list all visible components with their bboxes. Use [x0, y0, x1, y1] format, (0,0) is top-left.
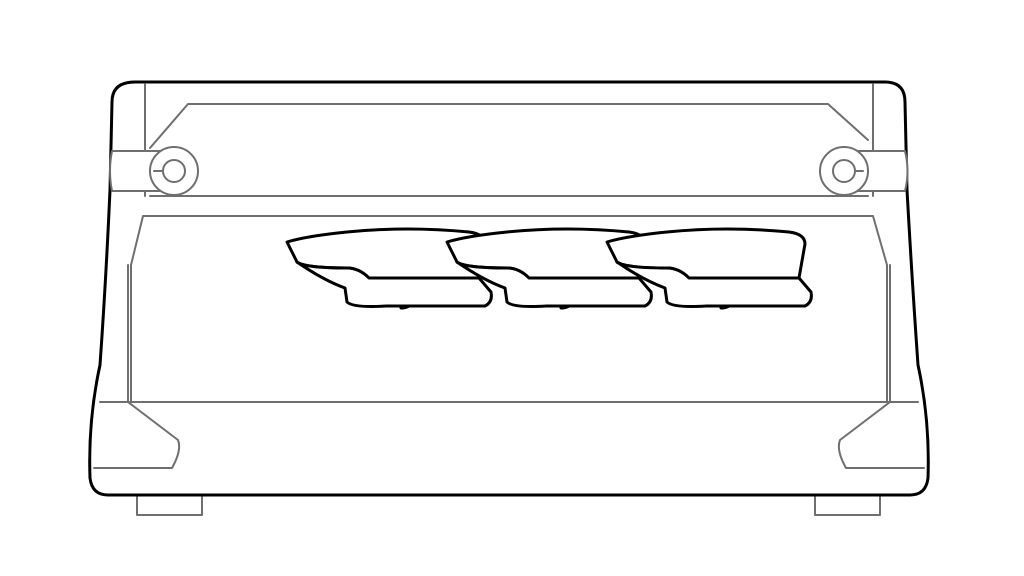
- front-panel: [127, 215, 891, 403]
- front-panel-outline: [130, 215, 888, 403]
- left-corner-panel: [93, 401, 181, 469]
- left-hinge: [109, 146, 199, 196]
- left-hinge-strap: [109, 150, 161, 192]
- right-hinge: [819, 146, 909, 196]
- left-hinge-outer-ring: [149, 146, 199, 196]
- right-corner-panel: [837, 401, 925, 469]
- lower-corners: [93, 401, 925, 469]
- right-hinge-outer-ring: [819, 146, 869, 196]
- top-bevel-panel: [149, 103, 869, 149]
- top-panel: [144, 83, 874, 197]
- right-hinge-strap: [857, 150, 909, 192]
